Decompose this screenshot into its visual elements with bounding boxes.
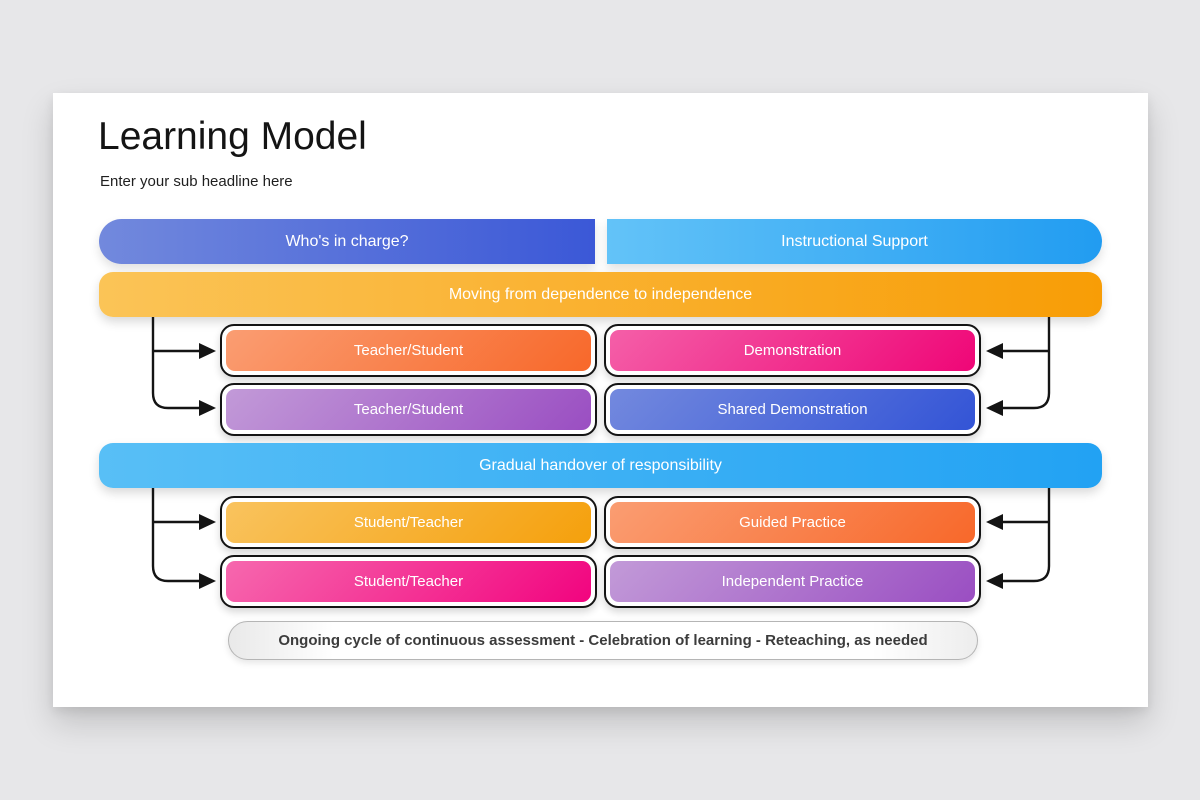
cell-demonstration: Demonstration [604,324,981,377]
cell-pill: Teacher/Student [226,330,591,371]
arrowhead-right-icon [199,573,216,589]
cell-label: Student/Teacher [353,573,464,590]
cell-student-teacher-1: Student/Teacher [220,496,597,549]
band-label: Moving from dependence to independence [448,285,753,303]
slide-canvas: Learning Model Enter your sub headline h… [53,93,1148,707]
cell-label: Teacher/Student [353,401,464,418]
header-pill-whos-in-charge: Who's in charge? [99,219,595,264]
cell-label: Shared Demonstration [717,401,868,418]
header-pill-instructional-support: Instructional Support [607,219,1102,264]
band-dependence-to-independence: Moving from dependence to independence [99,272,1102,317]
cell-pill: Teacher/Student [226,389,591,430]
band-label: Gradual handover of responsibility [479,456,722,474]
cell-label: Teacher/Student [353,342,464,359]
cell-teacher-student-1: Teacher/Student [220,324,597,377]
cell-label: Independent Practice [721,573,864,590]
cell-pill: Guided Practice [610,502,975,543]
footer-label: Ongoing cycle of continuous assessment -… [278,632,928,649]
cell-pill: Shared Demonstration [610,389,975,430]
arrowhead-left-icon [986,400,1003,416]
header-pill-label: Instructional Support [781,232,928,250]
arrowhead-left-icon [986,343,1003,359]
cell-student-teacher-2: Student/Teacher [220,555,597,608]
arrow-bracket-lower-left [151,488,216,589]
cell-pill: Student/Teacher [226,502,591,543]
cell-guided-practice: Guided Practice [604,496,981,549]
band-gradual-handover: Gradual handover of responsibility [99,443,1102,488]
arrow-bracket-upper-left [151,317,216,416]
page-subtitle: Enter your sub headline here [100,173,293,190]
arrowhead-right-icon [199,343,216,359]
cell-pill: Demonstration [610,330,975,371]
arrowhead-left-icon [986,573,1003,589]
cell-label: Demonstration [743,342,842,359]
arrowhead-right-icon [199,400,216,416]
cell-pill: Student/Teacher [226,561,591,602]
footer-cycle-pill: Ongoing cycle of continuous assessment -… [228,621,978,660]
cell-shared-demonstration: Shared Demonstration [604,383,981,436]
cell-pill: Independent Practice [610,561,975,602]
arrowhead-right-icon [199,514,216,530]
arrowhead-left-icon [986,514,1003,530]
page-title: Learning Model [98,115,367,158]
cell-label: Guided Practice [739,514,846,531]
cell-label: Student/Teacher [353,514,464,531]
arrow-bracket-lower-right [986,488,1051,589]
cell-teacher-student-2: Teacher/Student [220,383,597,436]
arrow-bracket-upper-right [986,317,1051,416]
header-pill-label: Who's in charge? [285,232,409,250]
cell-independent-practice: Independent Practice [604,555,981,608]
